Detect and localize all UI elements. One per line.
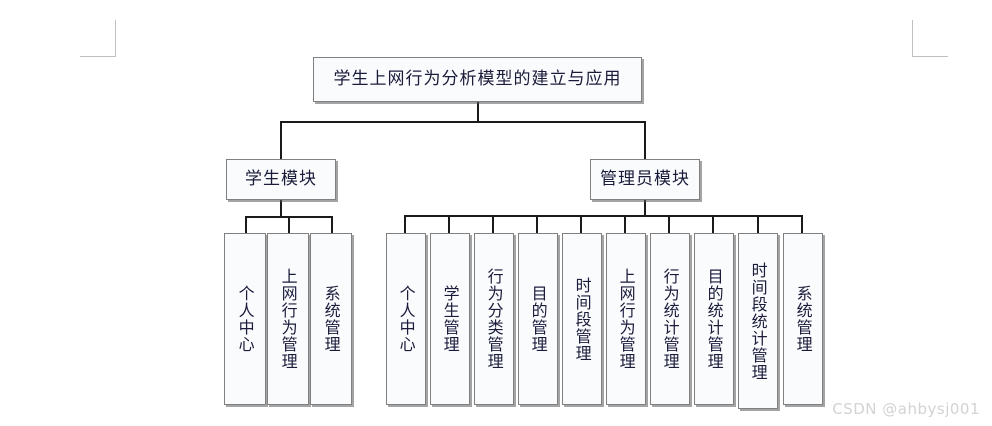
corner-mark-vertical-line bbox=[912, 20, 913, 57]
connector-admin-stem bbox=[644, 200, 646, 216]
connector-drop-admin-child-10 bbox=[801, 215, 803, 233]
leaf-node-student-1: 个人中心 bbox=[224, 233, 266, 405]
corner-mark-horizontal-line bbox=[912, 56, 948, 57]
root-node: 学生上网行为分析模型的建立与应用 bbox=[313, 57, 642, 102]
connector-drop-admin-child-5 bbox=[580, 215, 582, 233]
connector-drop-admin-child-3 bbox=[492, 215, 494, 233]
connector-drop-admin-child-8 bbox=[712, 215, 714, 233]
leaf-node-student-2: 上网行为管理 bbox=[267, 233, 309, 405]
leaf-node-admin-1: 个人中心 bbox=[386, 233, 426, 405]
leaf-node-admin-10: 系统管理 bbox=[783, 233, 823, 405]
connector-drop-admin-module bbox=[644, 121, 646, 159]
leaf-node-admin-7: 行为统计管理 bbox=[650, 233, 690, 405]
connector-level1-bus bbox=[280, 121, 646, 123]
leaf-node-admin-5: 时间段管理 bbox=[562, 233, 602, 405]
leaf-node-admin-3: 行为分类管理 bbox=[474, 233, 514, 405]
leaf-node-admin-8: 目的统计管理 bbox=[694, 233, 734, 405]
leaf-node-student-3: 系统管理 bbox=[310, 233, 352, 405]
page-corner-mark-top-right bbox=[912, 20, 948, 57]
connector-drop-student-module bbox=[280, 121, 282, 159]
page-corner-mark-top-left bbox=[80, 20, 116, 57]
connector-drop-admin-child-1 bbox=[404, 215, 406, 233]
leaf-node-admin-9: 时间段统计管理 bbox=[738, 233, 778, 409]
leaf-node-admin-6: 上网行为管理 bbox=[606, 233, 646, 405]
corner-mark-vertical-line bbox=[115, 20, 116, 57]
connector-drop-admin-child-7 bbox=[668, 215, 670, 233]
connector-drop-student-child-3 bbox=[331, 216, 333, 233]
module-node-admin: 管理员模块 bbox=[590, 159, 700, 200]
connector-drop-admin-child-2 bbox=[448, 215, 450, 233]
connector-drop-admin-child-4 bbox=[536, 215, 538, 233]
connector-root-stem bbox=[477, 102, 479, 123]
connector-admin-bus bbox=[404, 215, 802, 217]
connector-drop-admin-child-9 bbox=[757, 215, 759, 233]
module-node-student: 学生模块 bbox=[226, 159, 336, 200]
corner-mark-horizontal-line bbox=[80, 56, 116, 57]
connector-drop-student-child-1 bbox=[245, 216, 247, 233]
leaf-node-admin-2: 学生管理 bbox=[430, 233, 470, 405]
leaf-node-admin-4: 目的管理 bbox=[518, 233, 558, 405]
connector-drop-admin-child-6 bbox=[624, 215, 626, 233]
connector-student-stem bbox=[280, 200, 282, 217]
csdn-watermark: CSDN @ahbysj001 bbox=[832, 400, 980, 418]
connector-drop-student-child-2 bbox=[288, 216, 290, 233]
